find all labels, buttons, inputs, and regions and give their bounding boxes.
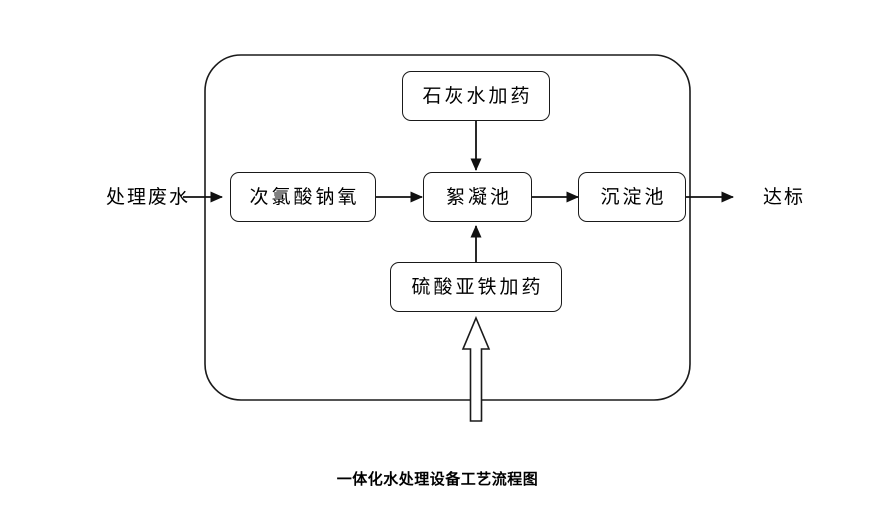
node-lime-water-dosing[interactable]: 石灰水加药 — [402, 71, 550, 121]
equipment-boundary-outline — [204, 54, 691, 401]
outlet-label: 达标 — [763, 185, 806, 208]
diagram-caption: 一体化水处理设备工艺流程图 — [336, 470, 539, 488]
inlet-label: 处理废水 — [106, 185, 191, 208]
node-sodium-hypochlorite-oxidation[interactable]: 次氯酸钠氧 — [230, 172, 376, 222]
node-flocculation-tank[interactable]: 絮凝池 — [423, 172, 532, 222]
node-sedimentation-tank[interactable]: 沉淀池 — [578, 172, 686, 222]
external-feed-block-arrow — [461, 315, 491, 422]
node-ferrous-sulfate-dosing[interactable]: 硫酸亚铁加药 — [390, 262, 562, 312]
